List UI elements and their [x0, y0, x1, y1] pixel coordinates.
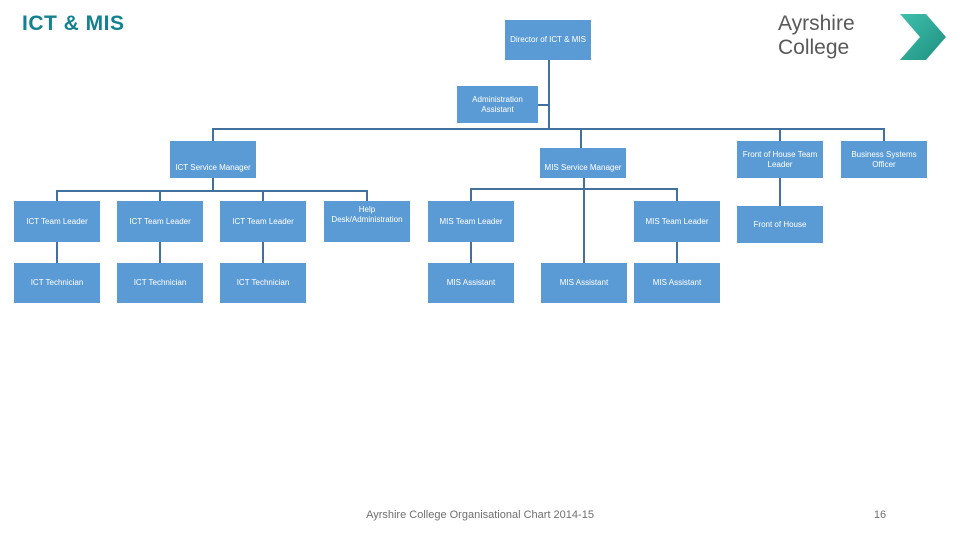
org-node-ict-technician-1[interactable]: ICT Technician — [14, 263, 100, 303]
page-title: ICT & MIS — [22, 12, 125, 35]
connector-drop-business-systems-officer — [883, 128, 885, 142]
connector-main-bus — [212, 128, 885, 130]
org-node-mis-service-manager[interactable]: MIS Service Manager — [540, 148, 626, 178]
footer-caption: Ayrshire College Organisational Chart 20… — [366, 509, 594, 521]
logo-line-1: Ayrshire — [778, 12, 855, 35]
connector-director-spine — [548, 60, 550, 130]
connector-drop-ict-team-leader-2 — [159, 190, 161, 201]
connector-drop-mis-team-leader-2 — [676, 188, 678, 201]
org-node-mis-team-leader-2[interactable]: MIS Team Leader — [634, 201, 720, 242]
chevron-right-icon — [900, 14, 946, 60]
org-node-help-desk[interactable]: Help Desk/Administration — [324, 201, 410, 242]
connector-foh-tl-to-foh — [779, 178, 781, 206]
ayrshire-college-logo: Ayrshire College — [778, 12, 948, 64]
org-node-ict-team-leader-1[interactable]: ICT Team Leader — [14, 201, 100, 242]
connector-drop-ict-team-leader-3 — [262, 190, 264, 201]
org-node-mis-assistant-3[interactable]: MIS Assistant — [634, 263, 720, 303]
connector-admin-assistant-stub — [537, 104, 550, 106]
connector-mis-children-bus — [470, 188, 677, 190]
connector-drop-mis-service-manager — [580, 128, 582, 152]
org-node-ict-team-leader-3[interactable]: ICT Team Leader — [220, 201, 306, 242]
logo-line-2: College — [778, 36, 850, 59]
connector-drop-help-desk — [366, 190, 368, 201]
connector-mis-tl1-to-assistant1 — [470, 242, 472, 263]
logo-wordmark: Ayrshire College — [778, 12, 896, 60]
org-node-foh-team-leader[interactable]: Front of House Team Leader — [737, 141, 823, 178]
org-node-ict-team-leader-2[interactable]: ICT Team Leader — [117, 201, 203, 242]
connector-mis-manager-to-assistant-2 — [583, 178, 585, 264]
connector-ict-tl2-to-tech2 — [159, 242, 161, 263]
org-node-mis-assistant-1[interactable]: MIS Assistant — [428, 263, 514, 303]
org-node-director[interactable]: Director of ICT & MIS — [505, 20, 591, 60]
org-node-ict-technician-3[interactable]: ICT Technician — [220, 263, 306, 303]
connector-ict-tl3-to-tech3 — [262, 242, 264, 263]
connector-drop-ict-service-manager — [212, 128, 214, 142]
org-node-ict-service-manager[interactable]: ICT Service Manager — [170, 141, 256, 178]
connector-mis-tl2-to-assistant3 — [676, 242, 678, 263]
org-node-mis-assistant-2[interactable]: MIS Assistant — [541, 263, 627, 303]
org-node-front-of-house[interactable]: Front of House — [737, 206, 823, 243]
connector-ict-manager-down — [212, 178, 214, 191]
footer-page-number: 16 — [873, 509, 887, 521]
org-node-admin-assistant[interactable]: Administration Assistant — [457, 86, 538, 123]
connector-drop-ict-team-leader-1 — [56, 190, 58, 201]
connector-ict-tl1-to-tech1 — [56, 242, 58, 263]
org-node-ict-technician-2[interactable]: ICT Technician — [117, 263, 203, 303]
org-node-business-systems-officer[interactable]: Business Systems Officer — [841, 141, 927, 178]
connector-ict-children-bus — [56, 190, 367, 192]
org-node-mis-team-leader-1[interactable]: MIS Team Leader — [428, 201, 514, 242]
connector-drop-foh-team-leader — [779, 128, 781, 142]
connector-drop-mis-team-leader-1 — [470, 188, 472, 201]
